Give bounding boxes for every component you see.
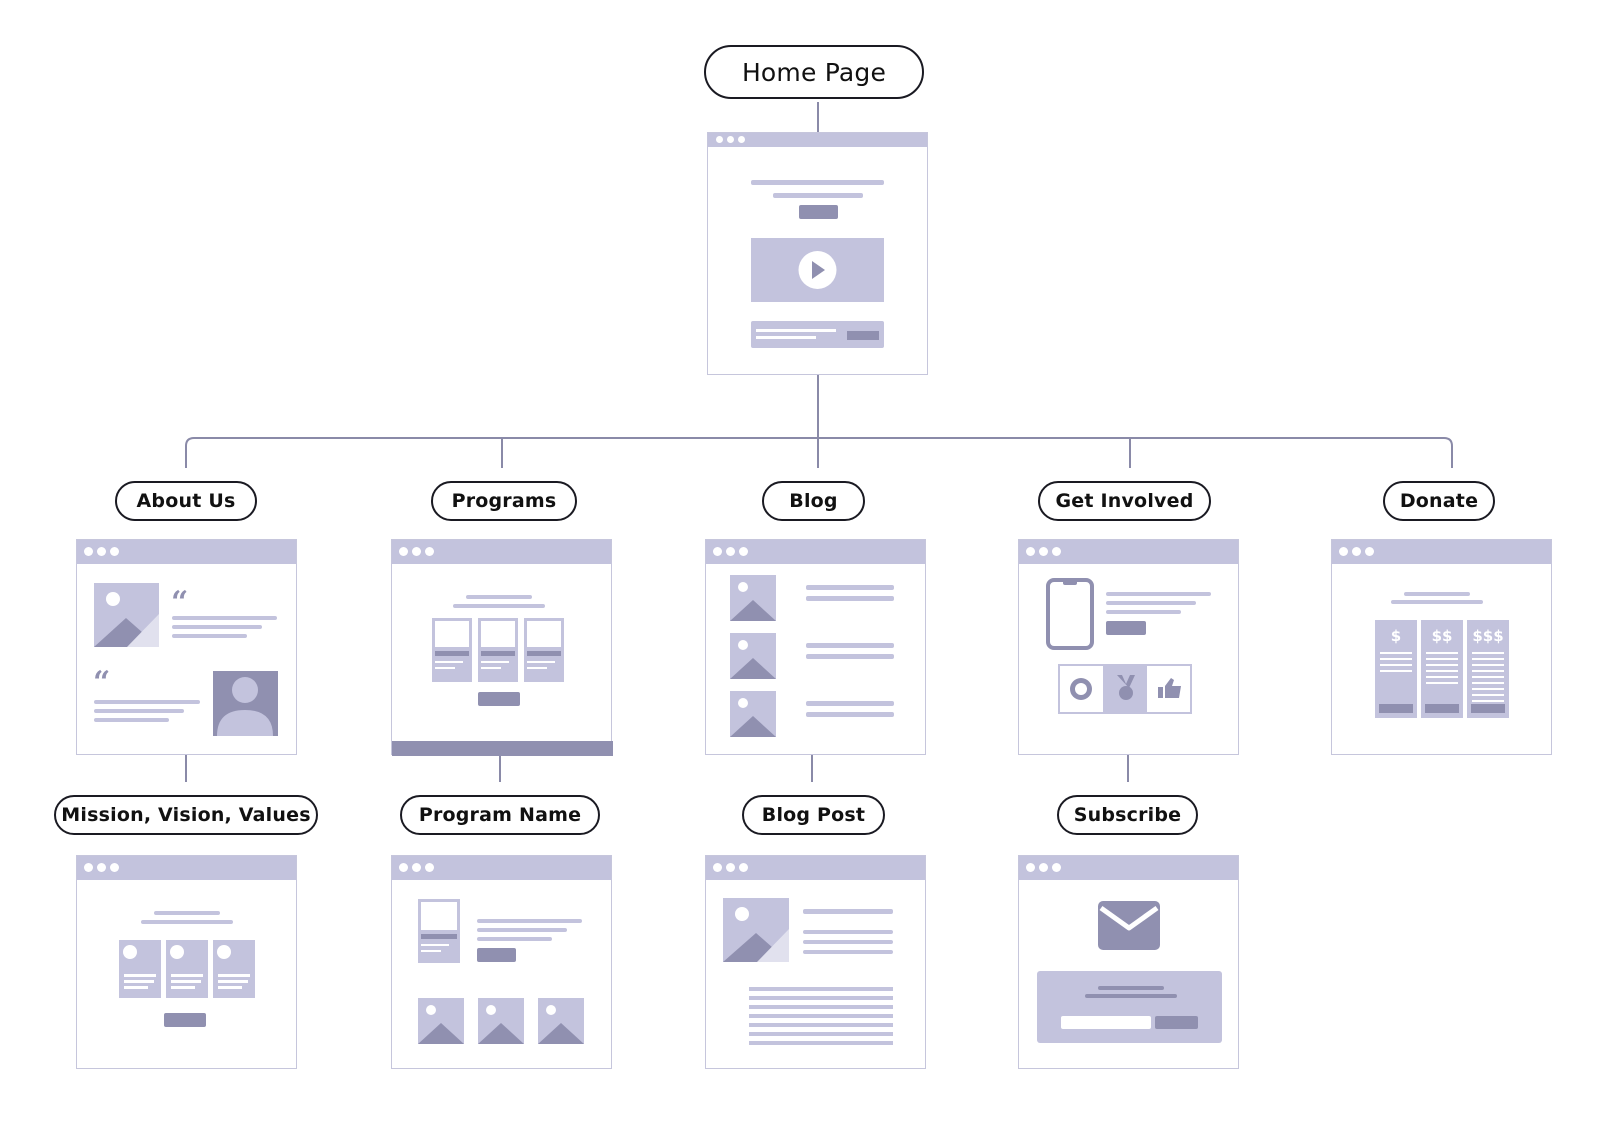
- donate-tiers: $$$$$$: [1375, 592, 1509, 718]
- home-page-wireframe: [707, 132, 928, 375]
- thumbs-up-icon: [1158, 678, 1181, 698]
- play-icon: [798, 251, 837, 289]
- mission-wireframe: [76, 855, 297, 1069]
- get-involved-label: Get Involved: [1038, 481, 1211, 521]
- svg-text:“: “: [93, 665, 110, 700]
- donate-tier-column: [1421, 620, 1463, 718]
- about-us-label: About Us: [115, 481, 257, 521]
- donate-tier-line: [1426, 670, 1458, 672]
- donate-tier-line: [1472, 676, 1504, 678]
- donate-label: Donate: [1383, 481, 1495, 521]
- donate-tier-label: $$: [1432, 627, 1453, 645]
- donate-wireframe: $$$$$$: [1331, 539, 1552, 755]
- quote-icon: “: [171, 585, 188, 620]
- subscribe-label: Subscribe: [1057, 795, 1198, 835]
- donate-tier-line: [1380, 658, 1412, 660]
- donate-tier-button: [1379, 704, 1413, 713]
- program-name-label: Program Name: [400, 795, 600, 835]
- envelope-icon: [1098, 901, 1160, 950]
- blog-post-wireframe: [705, 855, 926, 1069]
- donate-tier-line: [1472, 694, 1504, 696]
- blog-post-label: Blog Post: [742, 795, 885, 835]
- donate-tier-label: $$$: [1472, 627, 1503, 645]
- donate-tier-line: [1426, 658, 1458, 660]
- programs-wireframe: [391, 539, 613, 756]
- blog-label: Blog: [762, 481, 865, 521]
- donate-tier-line: [1426, 652, 1458, 654]
- donate-tier-button: [1471, 704, 1505, 713]
- donate-tier-line: [1426, 664, 1458, 666]
- donate-tier-line: [1380, 652, 1412, 654]
- subscribe-wireframe: [1018, 855, 1239, 1069]
- blog-wireframe: [705, 539, 926, 755]
- medal-icon: [1117, 675, 1135, 700]
- home-page-label: Home Page: [704, 45, 924, 99]
- donate-tier-button: [1425, 704, 1459, 713]
- donate-tier-line: [1472, 688, 1504, 690]
- get-involved-wireframe: [1018, 539, 1239, 755]
- person-icon: [213, 671, 278, 736]
- programs-label: Programs: [431, 481, 577, 521]
- donate-tier-column: [1375, 620, 1417, 718]
- image-icon: [723, 898, 789, 962]
- donate-tier-line: [1472, 658, 1504, 660]
- program-name-wireframe: [391, 855, 612, 1069]
- image-icon: [94, 583, 159, 647]
- donate-tier-line: [1380, 670, 1412, 672]
- donate-tier-line: [1380, 664, 1412, 666]
- phone-icon: [1046, 578, 1094, 650]
- donate-tier-line: [1472, 652, 1504, 654]
- donate-tier-line: [1472, 670, 1504, 672]
- donate-tier-line: [1472, 682, 1504, 684]
- donate-tier-line: [1426, 676, 1458, 678]
- badge-icon: [1070, 678, 1092, 700]
- mission-vision-values-label: Mission, Vision, Values: [54, 795, 318, 835]
- donate-tier-line: [1472, 700, 1504, 702]
- donate-tier-line: [1426, 682, 1458, 684]
- donate-tier-label: $: [1391, 627, 1401, 645]
- about-us-wireframe: “ “: [76, 539, 297, 755]
- donate-tier-line: [1472, 664, 1504, 666]
